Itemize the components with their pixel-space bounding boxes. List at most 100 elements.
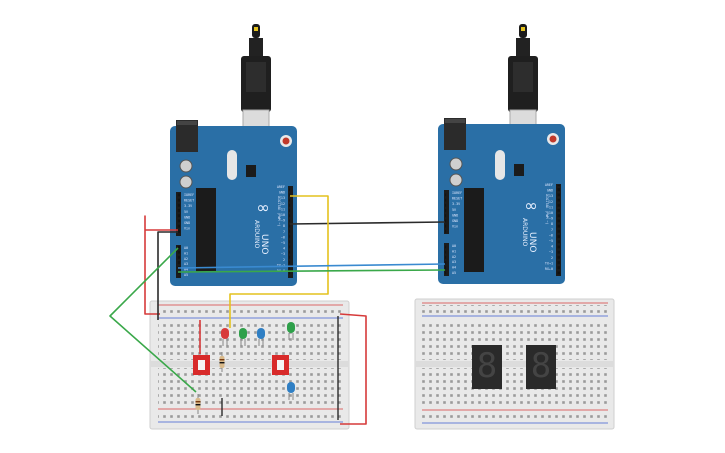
pin-label: 5V (184, 210, 188, 214)
pin-label: ~11 (279, 207, 285, 211)
led-icon[interactable] (221, 328, 229, 346)
pin-label: ~5 (281, 241, 285, 245)
resistor-icon[interactable] (195, 394, 201, 414)
led-icon[interactable] (239, 328, 247, 346)
pin-label: A3 (184, 262, 188, 266)
wires (109, 195, 446, 425)
pin-label: A4 (452, 266, 456, 270)
arduino-left[interactable]: ∞ ARDUINO UNO DIGITAL (PWM ~) AREFGND131… (170, 24, 297, 286)
pin-label: GND (547, 189, 553, 193)
pin-label: GND (452, 213, 458, 217)
dip-switch-icon[interactable] (272, 355, 289, 375)
led-icon[interactable] (287, 382, 295, 400)
wire-blue[interactable] (177, 263, 446, 269)
pin-label: IOREF (452, 191, 462, 195)
pin-label: 12 (281, 202, 285, 206)
pin-label: 7 (283, 230, 285, 234)
arduino-brand-label: ARDUINO (521, 218, 528, 247)
pin-label: A3 (452, 260, 456, 264)
breadboard-left[interactable] (149, 300, 350, 430)
wire-green[interactable] (177, 269, 446, 273)
wire-red[interactable] (144, 215, 178, 315)
pin-label: 4 (283, 247, 285, 251)
digital-header-label: DIGITAL (PWM ~) (277, 196, 281, 227)
seven-segment-right[interactable]: 8 (526, 345, 556, 389)
pin-label: AREF (277, 185, 285, 189)
pin-label: Vin (452, 225, 458, 229)
pin-label: ~9 (281, 219, 285, 223)
dip-switch-icon[interactable] (193, 355, 210, 375)
pin-label: 3.3V (184, 204, 192, 208)
pin-label: 7 (551, 228, 553, 232)
wire-yellow[interactable] (229, 195, 329, 328)
seven-segment-icon: 8 (477, 346, 497, 386)
pin-label: 2 (551, 256, 553, 260)
pin-label: ~6 (281, 235, 285, 239)
pin-label: ~9 (549, 217, 553, 221)
wire-red[interactable] (339, 313, 367, 425)
pin-label: A0 (452, 244, 456, 248)
pin-label: A1 (184, 251, 188, 255)
pin-label: A5 (184, 273, 188, 277)
pin-label: 13 (281, 196, 285, 200)
wire-black[interactable] (157, 231, 178, 320)
breadboard-right[interactable] (414, 298, 615, 430)
arduino-right[interactable]: ∞ ARDUINO UNO DIGITAL (PWM ~) AREFGND131… (438, 24, 565, 284)
pin-label: RESET (184, 199, 194, 203)
pin-label: GND (184, 221, 190, 225)
pin-label: GND (184, 215, 190, 219)
pin-label: ~10 (279, 213, 285, 217)
led-icon[interactable] (287, 322, 295, 340)
pin-label: RESET (452, 197, 462, 201)
pin-label: ~3 (281, 252, 285, 256)
pin-label: GND (279, 191, 285, 195)
usb-cable-icon[interactable] (508, 24, 538, 139)
pin-label: AREF (545, 183, 553, 187)
seven-segment-icon: 8 (531, 346, 551, 386)
pin-label: 12 (549, 200, 553, 204)
arduino-logo: ∞ (524, 196, 537, 215)
arduino-model-label: UNO (259, 234, 269, 254)
pin-label: A0 (184, 246, 188, 250)
arduino-logo: ∞ (256, 198, 269, 217)
wire-black[interactable] (289, 221, 446, 225)
pin-label: A5 (452, 271, 456, 275)
pin-label: 13 (549, 194, 553, 198)
arduino-brand-label: ARDUINO (253, 220, 260, 249)
pin-label: TX→1 (545, 261, 553, 265)
usb-cable-icon[interactable] (241, 24, 271, 139)
pin-label: 3.3V (452, 202, 460, 206)
pin-label: A2 (184, 257, 188, 261)
pin-label: GND (452, 219, 458, 223)
arduino-model-label: UNO (527, 232, 537, 252)
digital-header-label: DIGITAL (PWM ~) (545, 194, 549, 225)
pin-label: A1 (452, 249, 456, 253)
pin-label: 5V (452, 208, 456, 212)
pin-label: ~11 (547, 205, 553, 209)
pin-label: 8 (551, 222, 553, 226)
pin-label: IOREF (184, 193, 194, 197)
pin-label: RX←0 (545, 267, 553, 271)
pin-label: Vin (184, 227, 190, 231)
seven-segment-left[interactable]: 8 (472, 345, 502, 389)
pin-label: 4 (551, 245, 553, 249)
pin-label: 2 (283, 258, 285, 262)
pin-label: ~3 (549, 250, 553, 254)
pin-label: ~6 (549, 233, 553, 237)
pin-label: TX→1 (277, 263, 285, 267)
pin-label: ~5 (549, 239, 553, 243)
pin-label: A2 (452, 255, 456, 259)
led-icon[interactable] (257, 328, 265, 346)
components-left-breadboard (193, 322, 295, 414)
pin-label: 8 (283, 224, 285, 228)
pin-label: ~10 (547, 211, 553, 215)
resistor-icon[interactable] (219, 352, 225, 372)
pin-label: A4 (184, 268, 188, 272)
wire-green[interactable] (109, 247, 197, 393)
